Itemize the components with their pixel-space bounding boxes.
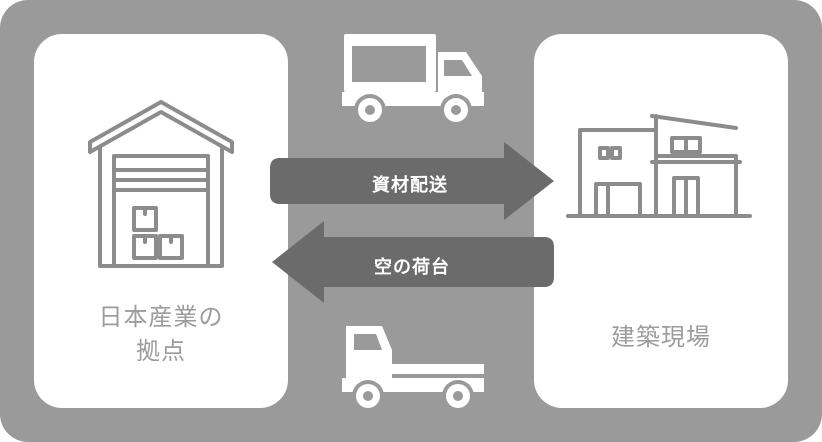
box-truck-icon: [342, 34, 484, 126]
flatbed-truck-icon: [342, 326, 484, 412]
destination-label: 建築現場: [611, 323, 711, 351]
origin-card: 日本産業の 拠点: [34, 34, 288, 408]
delivery-arrow-label: 資材配送: [372, 175, 448, 196]
return-arrow: [272, 221, 554, 303]
building-icon: [566, 114, 752, 218]
return-arrow-label: 空の荷台: [374, 257, 450, 278]
delivery-arrow: [270, 142, 554, 220]
destination-card: 建築現場: [534, 34, 788, 408]
origin-label: 日本産業の 拠点: [98, 303, 224, 365]
warehouse-icon: [88, 100, 234, 268]
